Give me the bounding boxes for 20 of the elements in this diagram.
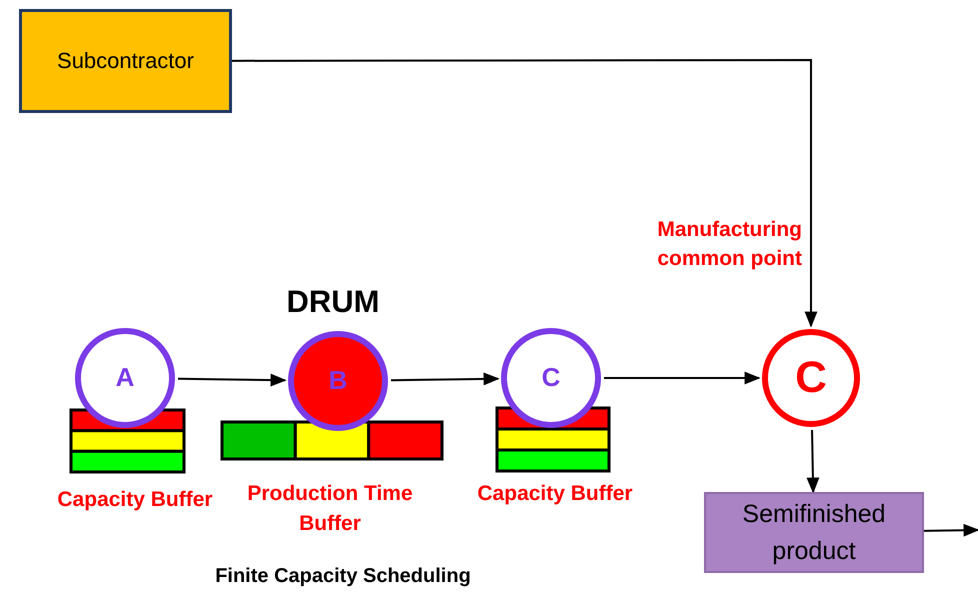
node-label: Semifinished product: [741, 499, 887, 566]
process-box: [19, 9, 232, 113]
arrow: [924, 524, 978, 537]
diagram-title: Finite Capacity Scheduling: [214, 565, 472, 588]
annotation-label: Capacity Buffer: [476, 481, 634, 507]
node-letter: C: [795, 352, 827, 404]
arrow: [806, 430, 820, 494]
annotation-label: Manufacturing common point: [656, 217, 802, 272]
arrow: [390, 372, 500, 386]
product-box: [704, 492, 924, 573]
arrow: [232, 59, 818, 328]
node-letter: B: [328, 364, 348, 398]
arrow: [178, 374, 287, 386]
annotation-label: DRUM: [286, 283, 380, 321]
node-letter: A: [116, 361, 134, 394]
arrow: [604, 372, 761, 384]
node-label: Subcontractor: [57, 47, 194, 76]
node-letter: C: [542, 361, 560, 394]
annotation-label: Production Time Buffer: [246, 481, 414, 538]
annotation-label: Capacity Buffer: [56, 487, 214, 513]
